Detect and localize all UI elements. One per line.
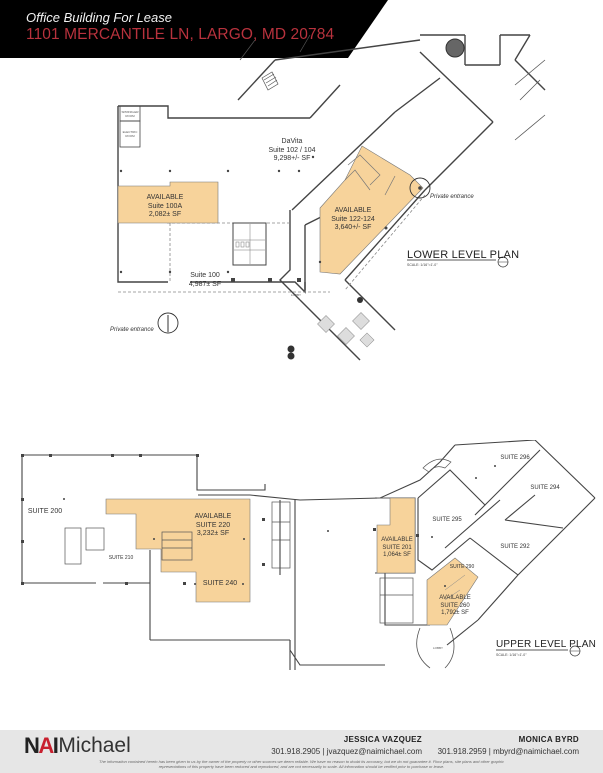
- upper-level-scale: SCALE: 1/16"=1'-0": [496, 653, 527, 657]
- suite-296-label: SUITE 296: [500, 455, 530, 461]
- contact-name: JESSICA VAZQUEZ: [343, 735, 422, 744]
- suite-201-available-label[interactable]: AVAILABLE SUITE 201 1,064± SF: [381, 537, 413, 558]
- upper-level-drawing: [21, 440, 596, 670]
- suite-220-available-label[interactable]: AVAILABLE SUITE 220 3,232± SF: [194, 513, 232, 537]
- lower-level-plan: DaVita Suite 102 / 104 9,298+/- SF AVAIL…: [0, 0, 603, 370]
- legal-disclaimer: The information contained herein has bee…: [99, 759, 504, 769]
- suite-100a-available-label[interactable]: AVAILABLE Suite 100A 2,082± SF: [146, 194, 184, 218]
- suite-240-label: SUITE 240: [202, 580, 238, 587]
- suite-260-available-label[interactable]: AVAILABLE SUITE 260 1,792± SF: [439, 595, 471, 616]
- upper-level-plan-title: UPPER LEVEL PLAN: [496, 639, 597, 650]
- logo-nai: NAI: [24, 733, 59, 758]
- private-entrance-label-left: Private entrance: [110, 327, 154, 333]
- lower-level-plan-title: LOWER LEVEL PLAN: [407, 249, 520, 261]
- electric-room-label: ELECTRIC ROOM: [122, 130, 138, 138]
- lobby-label: LOBBY: [290, 293, 301, 297]
- private-entrance-label-right: Private entrance: [430, 194, 474, 200]
- contact-phone[interactable]: 301.918.2959: [437, 747, 487, 756]
- suite-294-label: SUITE 294: [530, 485, 560, 491]
- contact-email[interactable]: mbyrd@naimichael.com: [493, 747, 579, 756]
- footer-bar: NAI Michael JESSICA VAZQUEZ 301.918.2905…: [0, 730, 603, 773]
- suite-100-label: Suite 100 4,987± SF: [188, 272, 222, 288]
- lower-level-scale: SCALE: 1/16"=1'-0": [407, 263, 438, 267]
- contact-phone[interactable]: 301.918.2905: [271, 747, 321, 756]
- sprinkler-room-label: SPRINKLER ROOM: [121, 110, 139, 118]
- contact-monica-byrd: MONICA BYRD 301.918.2959 | mbyrd@naimich…: [438, 735, 579, 756]
- suite-292-label: SUITE 292: [500, 544, 530, 550]
- logo-michael: Michael: [58, 734, 131, 757]
- suite-122-124-available-label[interactable]: AVAILABLE Suite 122-124 3,640+/- SF: [331, 207, 375, 231]
- contact-info: 301.918.2905 | jvazquez@naimichael.com: [271, 747, 422, 756]
- suite-200-label: SUITE 200: [27, 508, 63, 515]
- contact-email[interactable]: jvazquez@naimichael.com: [326, 747, 422, 756]
- suite-davita-label: DaVita Suite 102 / 104 9,298+/- SF: [268, 138, 316, 162]
- listing-subtitle: Office Building For Lease: [26, 10, 172, 25]
- property-address: 1101 MERCANTILE LN, LARGO, MD 20784: [26, 26, 335, 43]
- contact-info: 301.918.2959 | mbyrd@naimichael.com: [437, 747, 579, 756]
- contact-jessica-vazquez: JESSICA VAZQUEZ 301.918.2905 | jvazquez@…: [271, 735, 422, 756]
- lower-level-drawing: [117, 34, 546, 361]
- header-background: [0, 0, 388, 58]
- nai-michael-logo: NAI Michael: [24, 735, 131, 757]
- header-banner: Office Building For Lease 1101 MERCANTIL…: [0, 0, 390, 58]
- upper-level-plan: SUITE 200 AVAILABLE SUITE 220 3,232± SF …: [0, 440, 603, 675]
- suite-295-label: SUITE 295: [432, 517, 462, 523]
- contact-name: MONICA BYRD: [518, 735, 579, 744]
- suite-210-label: SUITE 210: [108, 555, 134, 561]
- upper-lobby-label: LOBBY: [432, 646, 443, 650]
- suite-290-label: SUITE 290: [449, 564, 475, 570]
